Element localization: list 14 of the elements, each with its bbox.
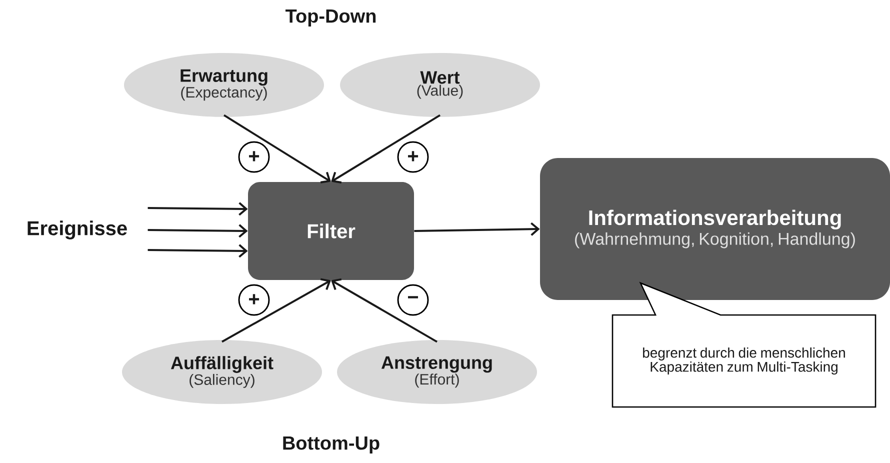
text-label: Ereignisse <box>28 220 127 240</box>
filter-box: Filter <box>248 182 414 280</box>
heading: Bottom-Up <box>283 436 380 454</box>
arrow <box>222 278 331 343</box>
arrow <box>148 202 248 216</box>
callout-box: begrenzt durch die menschlichen Kapazitäten zum Multi-Tasking <box>612 282 876 408</box>
heading: Top-Down <box>286 10 376 26</box>
arrow <box>331 278 438 343</box>
arrow <box>148 224 248 238</box>
arrow <box>414 222 540 236</box>
arrow <box>331 114 441 184</box>
arrow <box>148 244 248 258</box>
arrow <box>223 114 331 184</box>
process-box: Informationsverarbeitung (Wahrnehmung, Kognition, Handlung) <box>540 158 890 300</box>
